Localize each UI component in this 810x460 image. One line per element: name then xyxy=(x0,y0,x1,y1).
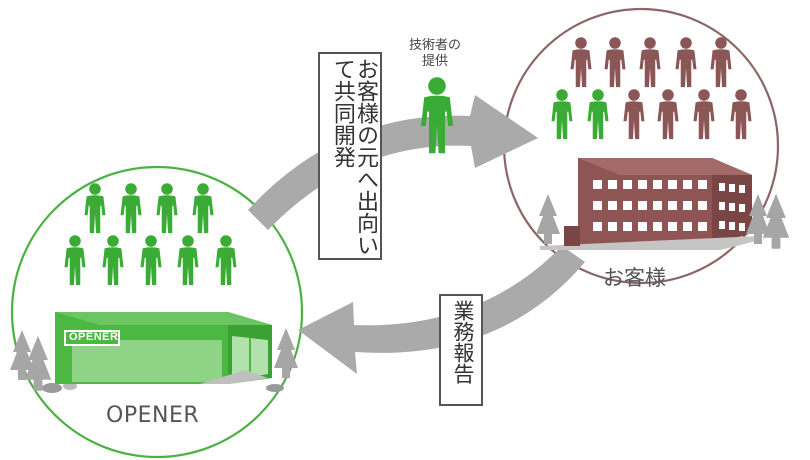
building-window xyxy=(698,201,707,210)
building-window xyxy=(608,222,617,231)
client-building-icon xyxy=(539,158,761,250)
dev-label-text: お客様の元へ出向いて共同開発 xyxy=(329,58,378,256)
building-window xyxy=(653,201,662,210)
report-arrow xyxy=(298,246,585,374)
building-window xyxy=(653,222,662,231)
building-window xyxy=(729,222,735,230)
opener-name: OPENER xyxy=(106,403,200,428)
building-window xyxy=(729,184,735,192)
building-window xyxy=(653,180,662,189)
building-window xyxy=(683,201,692,210)
building-window xyxy=(729,203,735,211)
building-window xyxy=(668,201,677,210)
report-label-box: 業務報告 xyxy=(439,294,483,406)
rock-icon xyxy=(42,383,62,393)
tech-provision-label: 技術者の提供 xyxy=(408,38,461,70)
client-name: お客様 xyxy=(603,266,666,290)
building-window xyxy=(668,222,677,231)
building-window xyxy=(638,180,647,189)
building-window xyxy=(593,222,602,231)
building-window xyxy=(623,201,632,210)
shop-sign-text: OPENER xyxy=(69,331,119,343)
building-window xyxy=(638,201,647,210)
building-window xyxy=(593,201,602,210)
building-window xyxy=(623,180,632,189)
building-window xyxy=(739,204,745,212)
dev-arrow xyxy=(248,95,538,230)
building-window xyxy=(719,183,725,191)
building-window xyxy=(668,180,677,189)
building-window xyxy=(683,180,692,189)
building-window xyxy=(739,185,745,193)
building-window xyxy=(638,222,647,231)
report-label-text: 業務報告 xyxy=(451,300,475,384)
building-window xyxy=(698,180,707,189)
opener-shop-icon xyxy=(55,312,272,384)
building-window xyxy=(698,222,707,231)
building-window xyxy=(593,180,602,189)
building-window xyxy=(683,222,692,231)
building-window xyxy=(608,201,617,210)
building-window xyxy=(719,221,725,229)
dev-label-box: お客様の元へ出向いて共同開発 xyxy=(318,52,382,260)
building-window xyxy=(719,202,725,210)
rock-icon xyxy=(266,384,284,392)
building-window xyxy=(608,180,617,189)
building-window xyxy=(623,222,632,231)
building-window xyxy=(739,223,745,231)
